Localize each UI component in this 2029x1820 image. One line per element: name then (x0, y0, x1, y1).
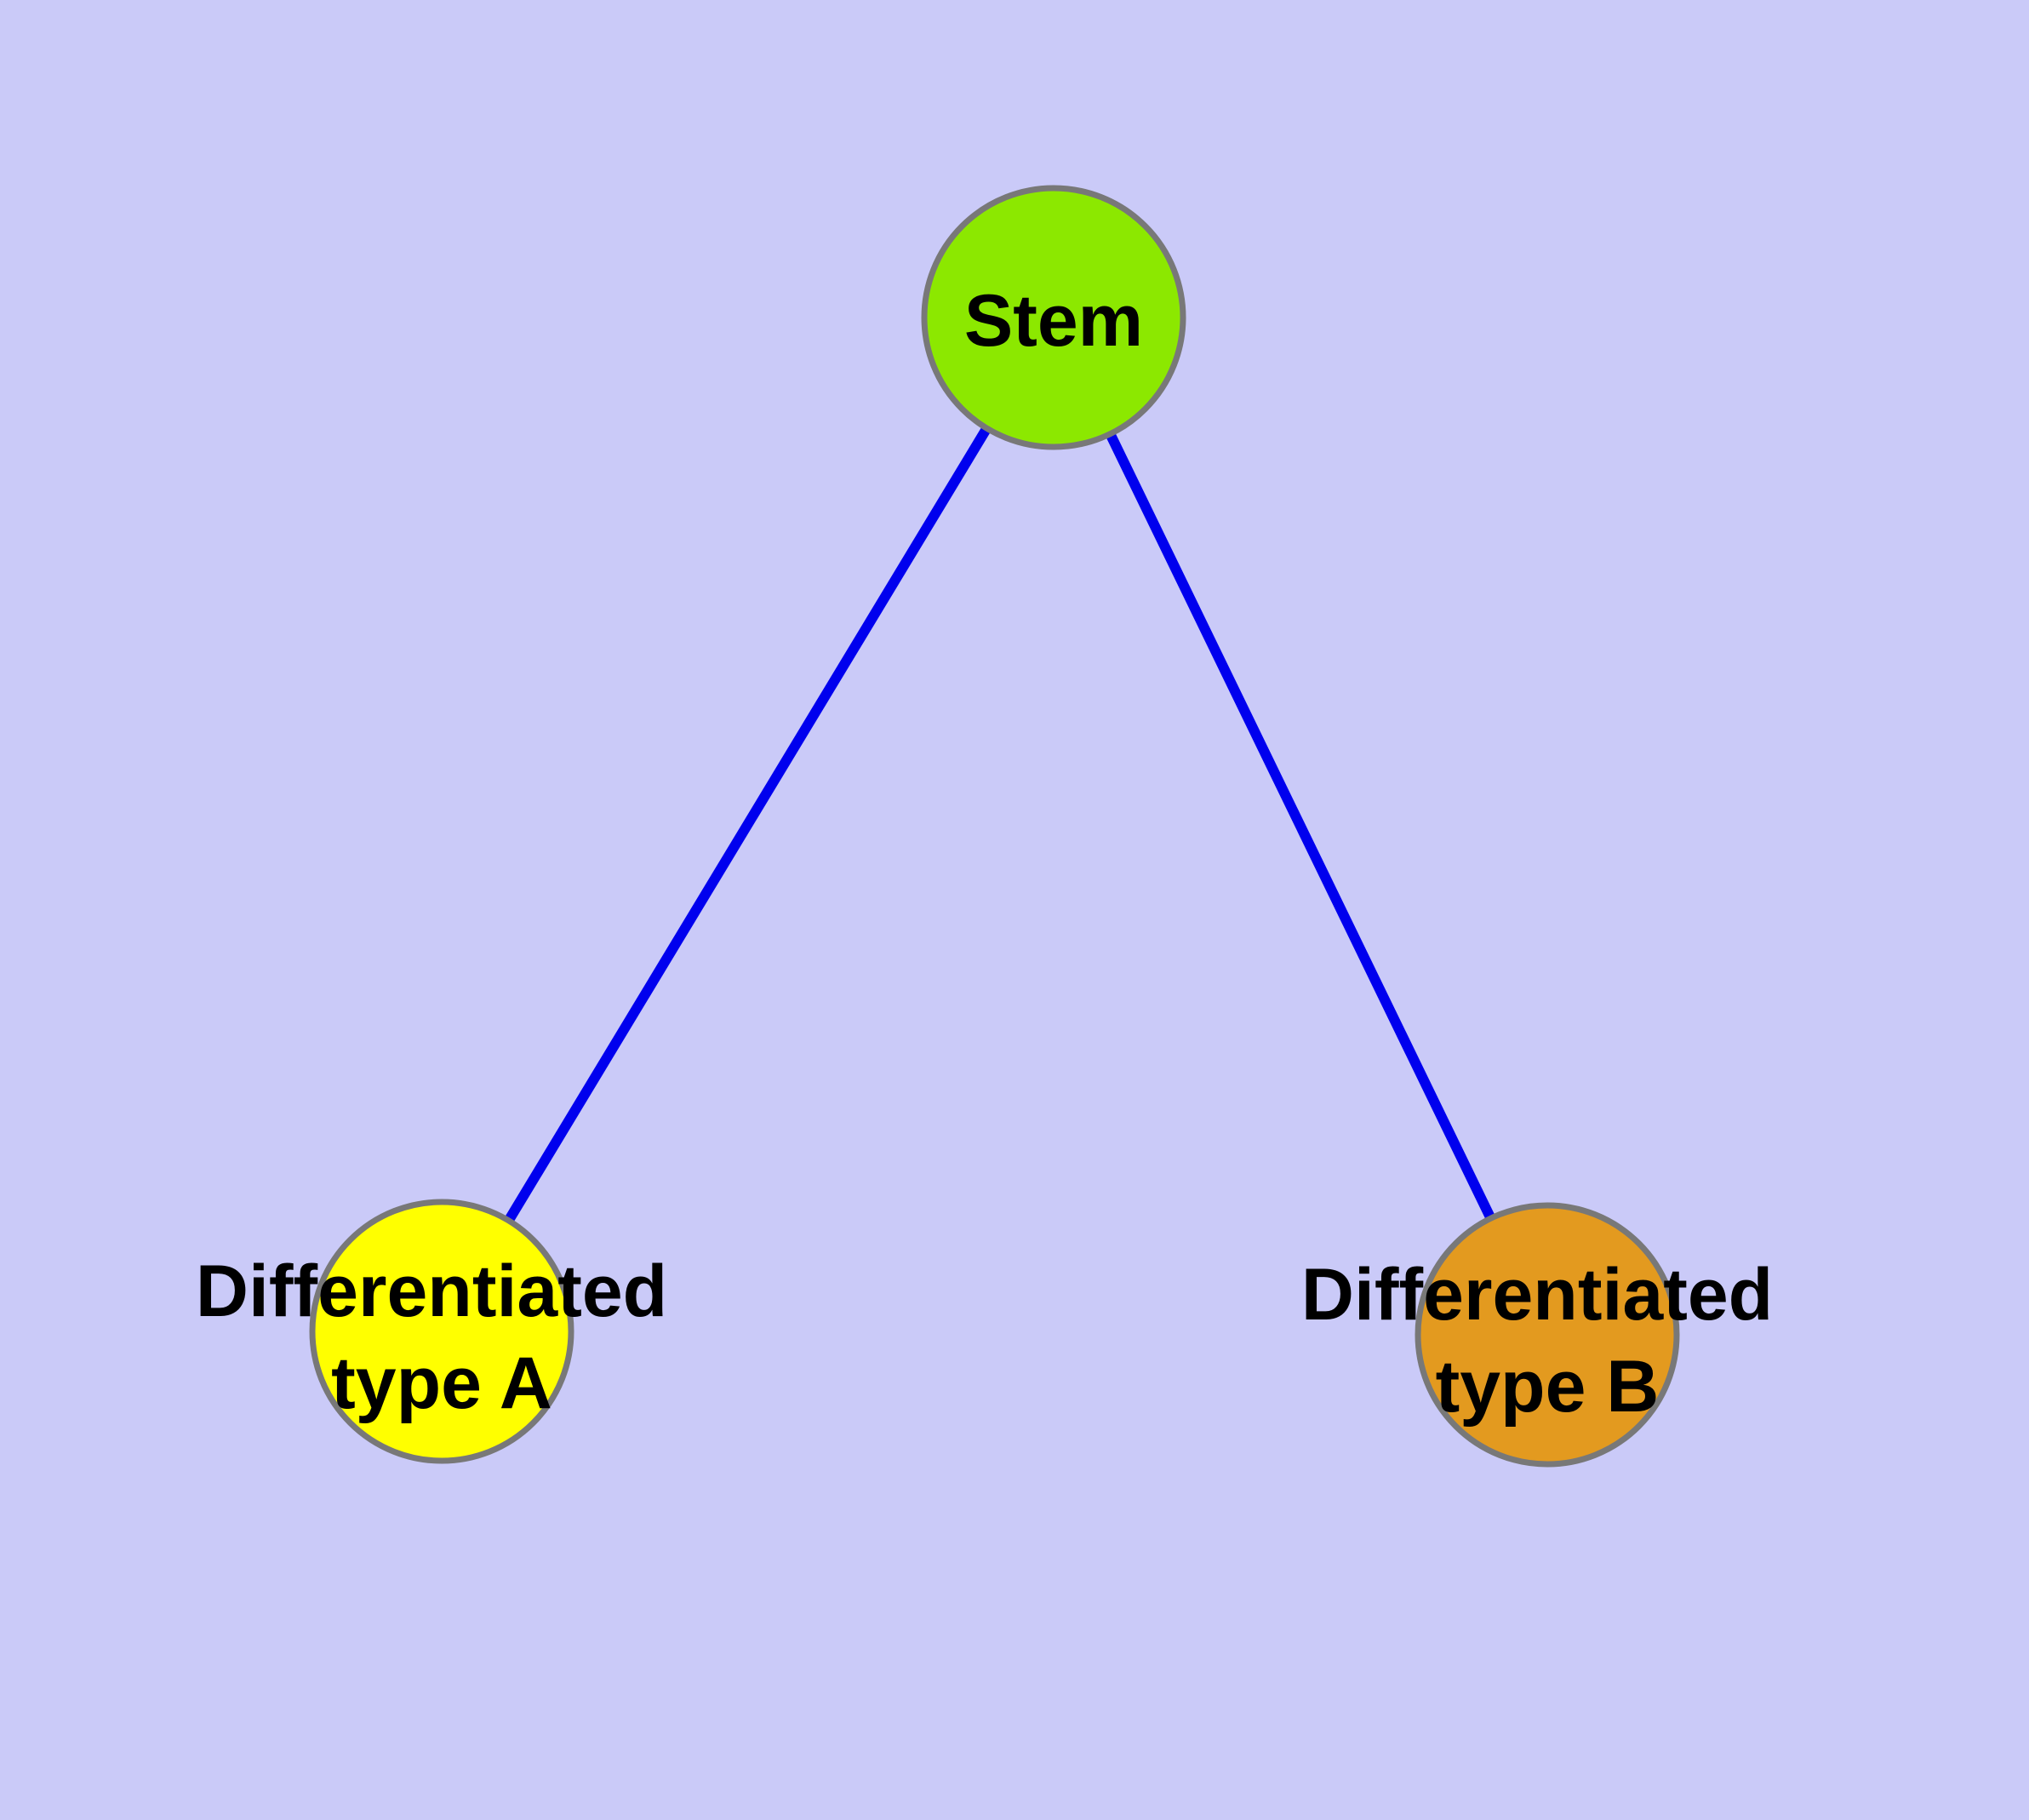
node-differentiated-type-a-circle[interactable] (309, 1199, 574, 1464)
node-differentiated-type-b-circle[interactable] (1415, 1202, 1680, 1468)
node-differentiated-type-a[interactable]: Differentiated type A (196, 1199, 688, 1464)
node-differentiated-type-b-label: Differentiated type B (1301, 1254, 1793, 1428)
node-differentiated-type-b-label-line1: Differentiated (1301, 1254, 1773, 1336)
node-differentiated-type-b[interactable]: Differentiated type B (1301, 1202, 1793, 1468)
node-differentiated-type-a-label-line2: type A (331, 1342, 552, 1424)
node-stem-label: Stem (964, 280, 1143, 362)
node-differentiated-type-b-label-line2: type B (1436, 1346, 1660, 1428)
node-stem[interactable]: Stem (921, 185, 1186, 450)
edge-stem-to-type-a[interactable] (437, 314, 1059, 1335)
node-differentiated-type-a-label: Differentiated type A (196, 1251, 688, 1424)
node-differentiated-type-a-label-line1: Differentiated (196, 1251, 667, 1332)
edge-layer (437, 314, 1552, 1337)
edge-stem-to-type-b[interactable] (1049, 315, 1552, 1337)
node-stem-circle[interactable] (921, 185, 1186, 450)
